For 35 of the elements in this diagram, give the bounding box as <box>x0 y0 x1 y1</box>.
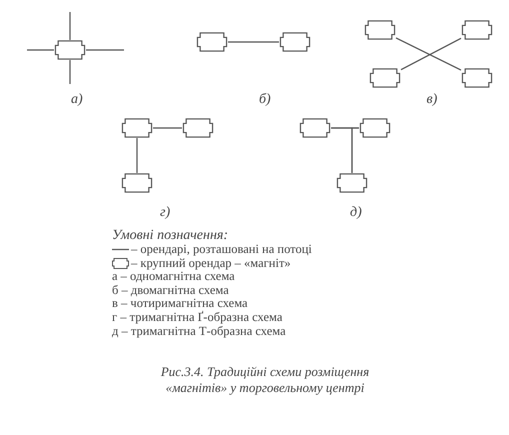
magnet-shape <box>196 32 228 52</box>
panel-label: г) <box>160 205 170 221</box>
connector-line <box>86 49 124 51</box>
legend-heading: Умовні позначення: <box>112 228 228 244</box>
connector-line <box>69 12 71 40</box>
magnet-shape <box>299 118 331 138</box>
magnet-shape <box>54 40 86 60</box>
legend-text: д – тримагнітна Т-образна схема <box>112 324 286 339</box>
connector-line <box>228 41 279 43</box>
connector-line <box>136 138 138 173</box>
magnet-shape <box>359 118 391 138</box>
panel-label: в) <box>426 92 438 108</box>
magnet-shape <box>279 32 311 52</box>
magnet-shape <box>121 118 153 138</box>
panel-label: д) <box>350 205 362 221</box>
magnet-shape <box>336 173 368 193</box>
figure-caption: Рис.3.4. Традиційні схеми розміщення «магнітів» у торговельному центрі <box>160 364 370 396</box>
panel-label: б) <box>259 92 271 108</box>
legend-text: б – двомагнітна схема <box>112 282 229 298</box>
panel-label: а) <box>71 92 83 108</box>
magnet-shape <box>182 118 214 138</box>
legend-text: г – тримагнітна Ґ-образна схема <box>112 310 282 325</box>
legend-text: а – одномагнітна схема <box>112 269 235 284</box>
legend-text: – крупний орендар – «магніт» <box>131 256 291 271</box>
connector-line <box>69 60 71 84</box>
connector-line <box>351 127 359 173</box>
magnet-shape <box>364 20 396 40</box>
connector-line <box>27 49 54 51</box>
magnet-shape <box>121 173 153 193</box>
connector-line <box>153 127 182 129</box>
legend-text: – орендарі, розташовані на потоці <box>131 242 312 257</box>
legend-text: в – чотиримагнітна схема <box>112 296 248 310</box>
magnet-shape <box>369 68 401 88</box>
magnet-shape <box>461 20 493 40</box>
magnet-shape <box>461 68 493 88</box>
